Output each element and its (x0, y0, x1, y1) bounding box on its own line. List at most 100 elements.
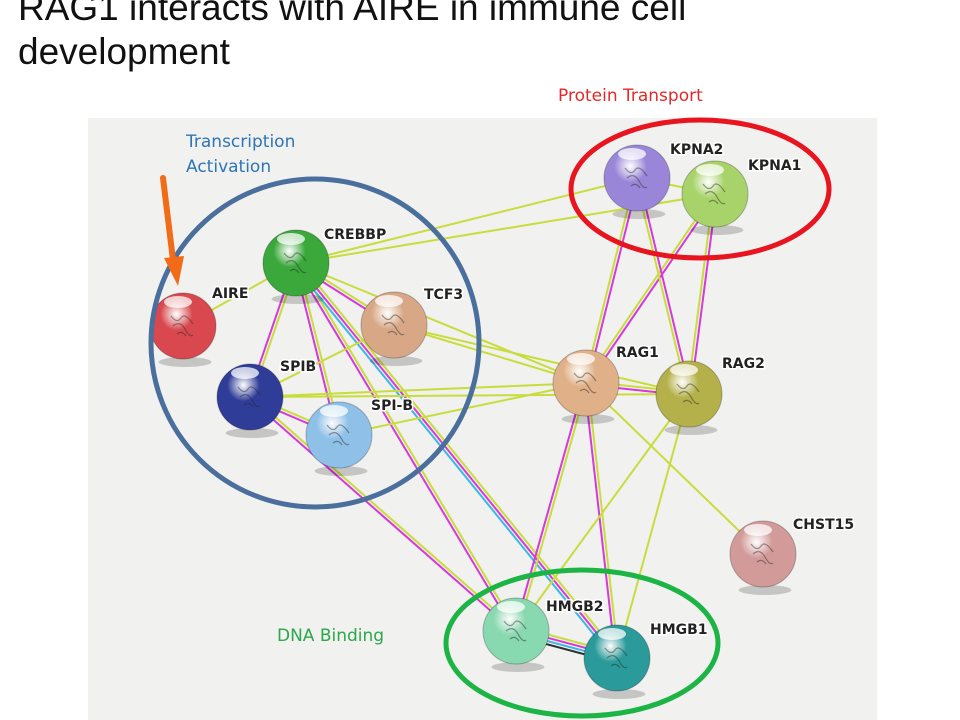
dna-binding-label: DNA Binding (277, 626, 385, 646)
edge-spib-hmgb2-text-mining (250, 395, 518, 631)
node-highlight (375, 295, 403, 307)
node-hmgb2: HMGB2 (482, 597, 605, 672)
edge-rag2-kpna1-experimental (689, 194, 718, 395)
node-kpna1: KPNA1 (681, 157, 803, 235)
edge-rag1-kpna2-text-mining (583, 177, 637, 383)
node-sphere (583, 624, 651, 692)
edge-crebbp-rag1-text-mining (295, 262, 587, 384)
edge-rag1-kpna1-text-mining (583, 192, 715, 383)
node-label-kpna1: KPNA1 (748, 158, 801, 174)
network-panel (88, 118, 877, 720)
node-hmgb1: HMGB1 (583, 621, 709, 699)
protein-structure-icon (573, 372, 597, 394)
node-sphere (360, 291, 428, 359)
edge-rag1-kpna2-experimental (586, 178, 640, 384)
node-shadow (738, 585, 792, 595)
transcription-activation-label: Transcription Activation (186, 130, 295, 180)
protein-transport-label: Protein Transport (558, 86, 703, 106)
edge-rag1-hmgb1-text-mining (586, 382, 620, 658)
node-sphere (681, 160, 749, 228)
node-crebbp: CREBBP (262, 226, 388, 304)
transcription-label-line-1: Transcription (186, 132, 296, 152)
edge-rag1-hmgb2-text-mining (516, 383, 589, 632)
node-highlight (744, 524, 772, 536)
protein-structure-icon (604, 647, 628, 669)
node-label-chst15: CHST15 (793, 517, 854, 533)
edge-rag1-hmgb1-experimental (583, 383, 617, 659)
edge-rag2-kpna2-experimental (637, 177, 692, 394)
edge-rag2-kpna1-text-mining (686, 193, 715, 394)
node-aire: AIRE (149, 285, 250, 367)
edge-spib-hmgb2-experimental (248, 397, 516, 633)
node-shadow (314, 466, 368, 476)
node-sphere (552, 349, 620, 417)
protein-structure-icon (283, 252, 307, 274)
node-sphere (262, 229, 330, 297)
edge-crebbp-hmgb1-experimental (295, 262, 618, 659)
node-shadow (158, 357, 212, 367)
node-label-spib: SPIB (280, 359, 316, 375)
protein-structure-icon (503, 620, 527, 642)
title-line-1: RAG1 interacts with AIRE in immune cell (18, 0, 687, 28)
node-kpna2: KPNA2 (603, 141, 725, 219)
protein-structure-icon (676, 383, 700, 405)
edge-rag2-kpna2-text-mining (634, 178, 689, 395)
node-spi-b: SPI-B (305, 397, 415, 476)
node-label-hmgb1: HMGB1 (650, 622, 708, 638)
node-sphere (729, 520, 797, 588)
edge-crebbp-kpna2-text-mining (295, 177, 638, 264)
protein-structure-icon (624, 167, 648, 189)
protein-structure-icon (750, 543, 774, 565)
node-shadow (690, 225, 744, 235)
node-highlight (618, 148, 646, 160)
title-line-2: development (18, 31, 230, 72)
node-label-rag2: RAG2 (722, 356, 765, 372)
node-shadow (592, 689, 646, 699)
edge-rag1-chst15-text-mining (585, 382, 764, 555)
node-shadow (491, 662, 545, 672)
protein-structure-icon (237, 386, 261, 408)
edge-crebbp-hmgb1-text-mining (297, 260, 621, 657)
protein-structure-icon (381, 314, 405, 336)
node-highlight (696, 164, 724, 176)
node-sphere (655, 360, 723, 428)
node-chst15: CHST15 (729, 516, 856, 595)
node-highlight (497, 601, 525, 613)
node-highlight (277, 233, 305, 245)
protein-transport-ring (568, 117, 832, 261)
node-highlight (567, 353, 595, 365)
slide-title: RAG1 interacts with AIRE in immune cell … (18, 0, 938, 74)
protein-structure-icon (326, 424, 350, 446)
node-shadow (664, 425, 718, 435)
node-shadow (225, 428, 279, 438)
node-tcf3: TCF3 (360, 286, 465, 366)
edge-rag1-kpna1-experimental (586, 194, 718, 385)
node-sphere (305, 401, 373, 469)
node-shadow (612, 209, 666, 219)
node-label-tcf3: TCF3 (424, 287, 463, 303)
node-label-aire: AIRE (212, 286, 248, 302)
node-highlight (164, 296, 192, 308)
edge-spib-rag1-text-mining (249, 382, 587, 398)
node-sphere (603, 144, 671, 212)
transcription-activation-ring (148, 176, 482, 510)
protein-structure-icon (170, 315, 194, 337)
node-highlight (231, 367, 259, 379)
node-highlight (670, 364, 698, 376)
ring-layer (148, 117, 832, 719)
node-label-crebbp: CREBBP (324, 227, 386, 243)
node-label-rag1: RAG1 (616, 345, 659, 361)
node-sphere (482, 597, 550, 665)
edge-crebbp-hmgb2-text-mining (296, 261, 519, 631)
node-label-spi-b: SPI-B (371, 398, 413, 414)
edge-crebbp-hmgb1-database (292, 264, 616, 661)
node-shadow (271, 294, 325, 304)
node-highlight (320, 405, 348, 417)
transcription-label-line-2: Activation (186, 157, 272, 177)
node-highlight (598, 628, 626, 640)
node-rag1: RAG1 (552, 344, 660, 424)
protein-structure-icon (702, 183, 726, 205)
edge-rag1-hmgb2-experimental (513, 382, 586, 631)
